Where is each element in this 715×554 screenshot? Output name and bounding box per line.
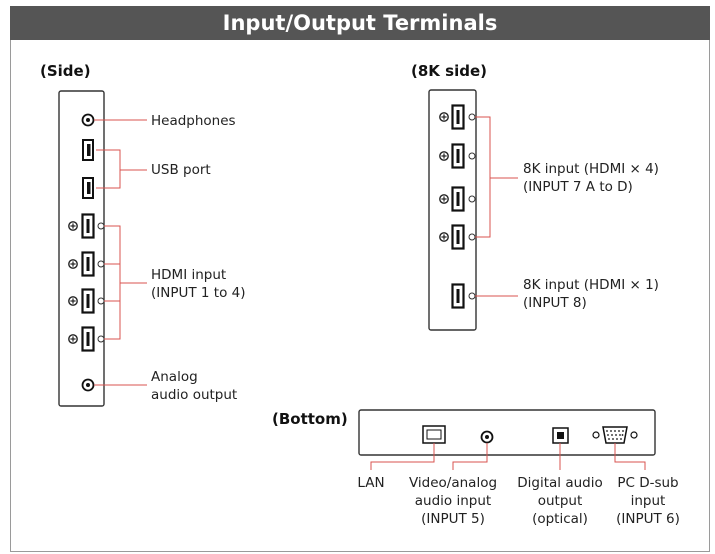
video-audio-input-jack-icon: [480, 430, 494, 444]
audio-output-jack-icon: [81, 378, 95, 392]
eightk-input-4-label: 8K input (HDMI × 4): [523, 161, 659, 177]
eightk-input-1-sublabel: (INPUT 8): [523, 295, 587, 311]
hdmi-input-sublabel: (INPUT 1 to 4): [151, 285, 246, 301]
analog-output-sublabel: audio output: [151, 387, 238, 403]
bottom-section-label: (Bottom): [272, 410, 348, 428]
digital-audio-label: Digital audio: [517, 475, 603, 491]
pc-dsub-label: PC D-sub: [617, 475, 679, 491]
headphone-jack-icon: [81, 113, 95, 127]
lan-label: LAN: [357, 475, 385, 491]
bottom-panel: [358, 409, 656, 456]
hdmi-8k-port-icon: [439, 143, 476, 169]
hdmi-input-label: HDMI input: [151, 267, 227, 283]
usb-port-label: USB port: [151, 162, 211, 178]
digital-audio-sublabel: output: [537, 493, 583, 509]
video-input-sublabel: audio input: [414, 493, 492, 509]
hdmi-8k-port-icon: [439, 186, 476, 212]
eightk-panel: [428, 89, 477, 331]
side-panel: [58, 90, 105, 407]
page-title: Input/Output Terminals: [10, 6, 710, 40]
usb-port-icon: [82, 177, 94, 199]
eightk-input-4-sublabel: (INPUT 7 A to D): [523, 179, 633, 195]
analog-output-label: Analog: [151, 369, 198, 385]
pc-dsub-sublabel: input: [630, 493, 666, 509]
digital-audio-type: (optical): [532, 511, 588, 527]
side-section-label: (Side): [40, 62, 91, 80]
video-input-label: Video/analog: [408, 475, 498, 491]
video-input-number: (INPUT 5): [421, 511, 485, 527]
usb-port-icon: [82, 139, 94, 161]
eightk-section-label: (8K side): [411, 62, 487, 80]
optical-output-port-icon: [552, 427, 569, 444]
lan-port-icon: [422, 425, 446, 444]
bottom-leader-lines: [370, 443, 646, 470]
eightk-input-1-label: 8K input (HDMI × 1): [523, 277, 659, 293]
eightk-leader-lines: [475, 116, 518, 297]
headphones-label: Headphones: [151, 113, 236, 129]
side-leader-lines: [94, 119, 147, 386]
pc-dsub-number: (INPUT 6): [616, 511, 680, 527]
dsub-port-icon: [592, 426, 638, 444]
